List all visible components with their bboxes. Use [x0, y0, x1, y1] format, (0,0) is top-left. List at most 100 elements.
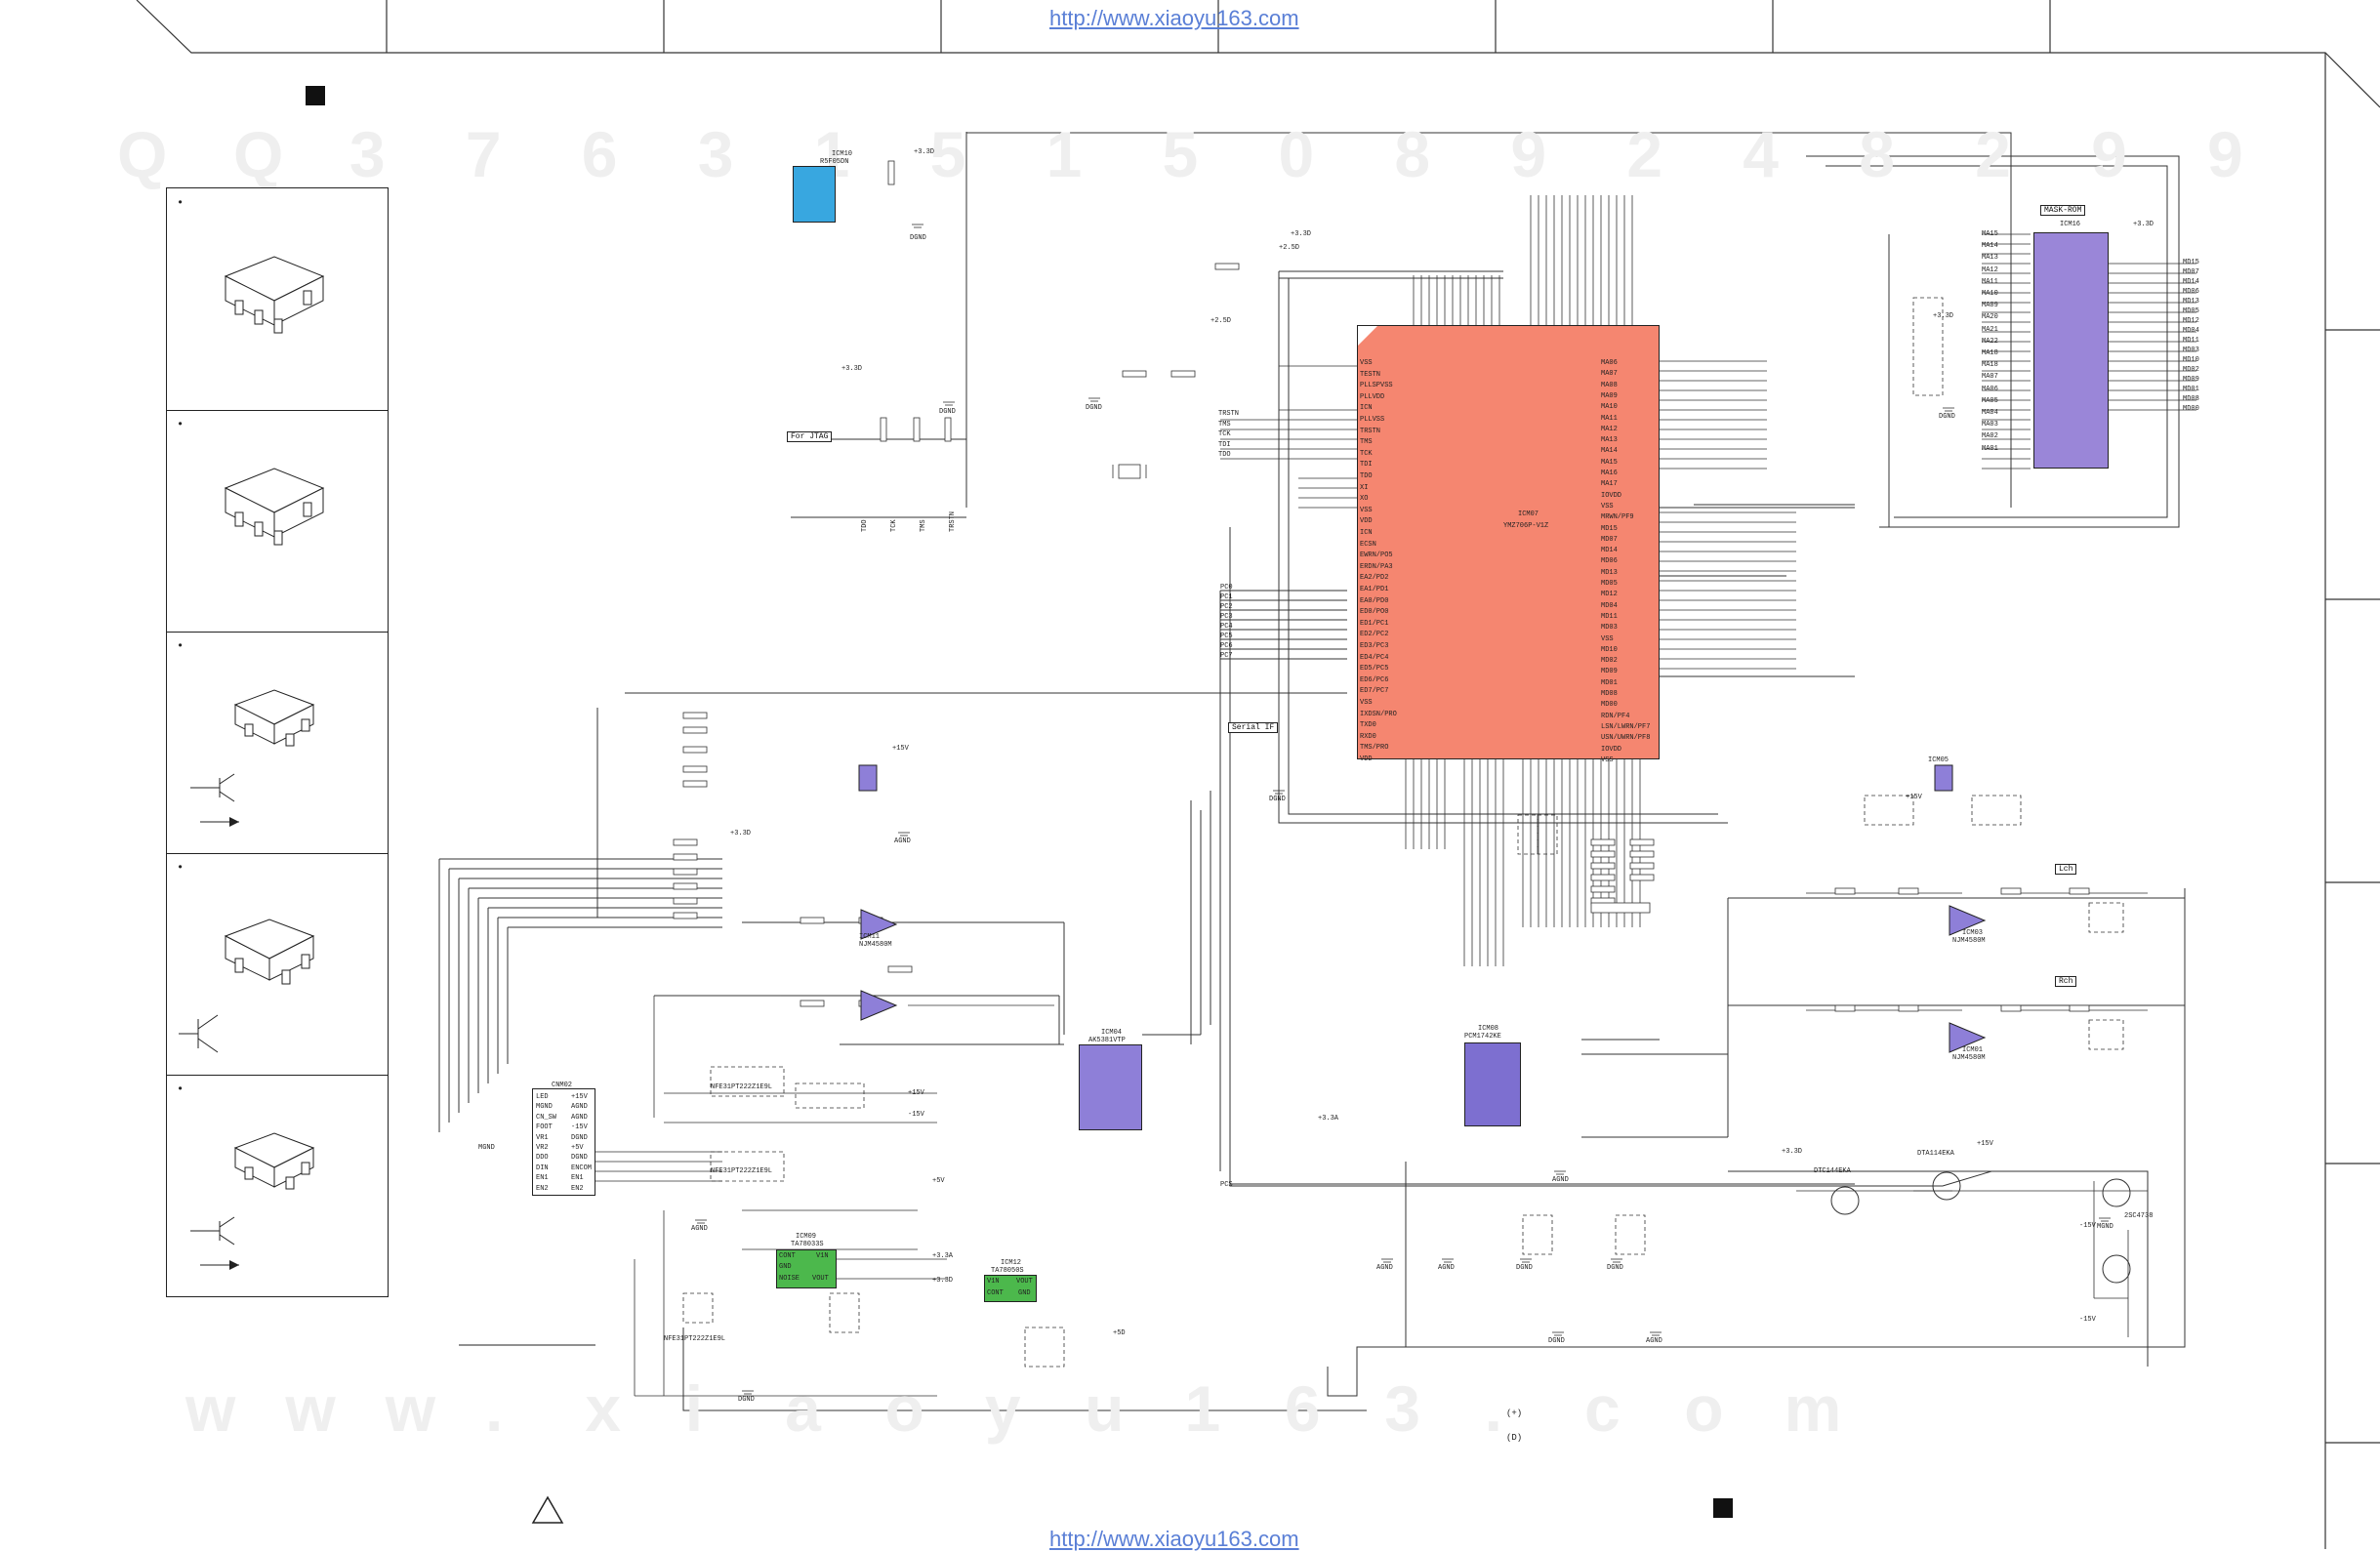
transistor-part: DTA114EKA	[1917, 1150, 1954, 1158]
bullet: •	[177, 1082, 185, 1096]
opamp-icm05-power	[1934, 764, 1953, 792]
dsp-pin-label: MA17	[1601, 480, 1618, 489]
ferrite-part: NFE31PT222Z1E9L	[711, 1083, 773, 1091]
ground-label: DGND	[1607, 1264, 1623, 1272]
connector-pin-label: +5V	[571, 1144, 584, 1152]
ground-label: DGND	[1516, 1264, 1533, 1272]
power-label: +3.3D	[1291, 230, 1312, 238]
power-label: +3.3D	[914, 148, 935, 156]
package-panel: • • •	[166, 187, 389, 1297]
icm03-ref: ICM03	[1962, 929, 1984, 937]
ground-label: AGND	[691, 1225, 708, 1233]
dsp-pin-label: RDN/PF4	[1601, 712, 1630, 720]
dsp-pin-label: PLLVSS	[1360, 416, 1385, 424]
tms-line-label: TRSTN	[1218, 410, 1240, 418]
dsp-pin-label: ECSN	[1360, 540, 1376, 549]
icm11-part: NJM4580M	[859, 941, 892, 949]
dsp-pin-label: XO	[1360, 495, 1369, 504]
pc-line-label: PC1	[1220, 593, 1233, 601]
rom-pin-label: MA10	[1982, 290, 1998, 298]
watermark-glyph: Q	[232, 118, 284, 190]
dsp-pin-label: VDD	[1360, 517, 1373, 526]
dsp-pin-label: MD10	[1601, 645, 1618, 654]
ground-label: DGND	[939, 408, 956, 416]
dsp-pin-label: MD05	[1601, 580, 1618, 588]
dsp-pin-label: MA07	[1601, 370, 1618, 379]
rom-pin-label: MA18	[1982, 361, 1998, 370]
rch-label: Rch	[2055, 976, 2077, 987]
icm09-pin-noise: NOISE	[779, 1275, 800, 1283]
dsp-pin-label: VSS	[1601, 634, 1614, 643]
dsp-pin-label: ED5/PC5	[1360, 665, 1389, 674]
watermark-glyph: o	[884, 1372, 924, 1445]
dsp-pin-label: VSS	[1360, 359, 1373, 367]
rom-pin-label: MA09	[1982, 302, 1998, 310]
dsp-pin-label: MD15	[1601, 524, 1618, 533]
ground-label: MGND	[2097, 1223, 2113, 1231]
ground-label: AGND	[1376, 1264, 1393, 1272]
dsp-pin-label: MRWN/PF9	[1601, 513, 1634, 522]
connector-pin-label: EN1	[571, 1174, 584, 1183]
watermark-glyph: 2	[1626, 118, 1663, 190]
watermark-glyph: 8	[1859, 118, 1895, 190]
rom-pin-label: MA07	[1982, 373, 1998, 382]
rom-pin-label: MA02	[1982, 432, 1998, 441]
power-label: +3.3D	[841, 365, 863, 373]
pc-line-label: PC0	[1220, 584, 1233, 592]
connector-pin-label: -15V	[571, 1123, 588, 1132]
opamp-icm11a	[860, 909, 898, 940]
frame	[136, 0, 2380, 1549]
dsp-pin-label: VSS	[1360, 506, 1373, 514]
icm12-part: TA78050S	[991, 1267, 1024, 1275]
watermark-glyph: i	[684, 1372, 704, 1445]
pc-line-label: PC6	[1220, 642, 1233, 650]
icm11-ref: ICM11	[859, 933, 881, 941]
dsp-pin-label: VSS	[1601, 502, 1614, 511]
watermark-glyph: y	[984, 1372, 1021, 1445]
icm05-ref: ICM05	[1928, 756, 1949, 764]
power-label: -15V	[2079, 1222, 2096, 1230]
bullet: •	[177, 418, 185, 431]
power-label: +15V	[892, 745, 909, 753]
jtag-line-label: TCK	[890, 519, 898, 532]
dsp-pin-label: MA12	[1601, 425, 1618, 433]
plus-marker: (+)	[1506, 1409, 1523, 1418]
dsp-pin-label: PLLSPVSS	[1360, 382, 1393, 390]
connector-pin-label: LED	[536, 1093, 549, 1101]
watermark-glyph: 4	[1743, 118, 1779, 190]
icm08-ref: ICM08	[1478, 1025, 1499, 1033]
icm09-pin-gnd: GND	[779, 1263, 792, 1271]
cnm02-ref: CNM02	[552, 1082, 573, 1089]
dsp-pin-label: MD09	[1601, 668, 1618, 676]
package-cell: •	[167, 632, 388, 854]
dsp-pin-label: MD12	[1601, 591, 1618, 599]
icm08-part: PCM1742KE	[1464, 1033, 1501, 1041]
power-label: +3.3D	[1933, 312, 1954, 320]
rom-pin-label: MA11	[1982, 277, 1998, 286]
header-url[interactable]: http://www.xiaoyu163.com	[1049, 6, 1299, 30]
power-label: +3.3D	[1782, 1148, 1803, 1156]
rom-pin-label: MD03	[2183, 347, 2199, 354]
icm12-pin-vout: VOUT	[1016, 1278, 1033, 1286]
watermark-glyph: 6	[1284, 1372, 1321, 1445]
footer-url[interactable]: http://www.xiaoyu163.com	[1049, 1527, 1299, 1551]
power-label: +3.3D	[932, 1277, 954, 1285]
dsp-pin-label: USN/UWRN/PF8	[1601, 734, 1651, 743]
watermark-glyph: 2	[1975, 118, 2011, 190]
dsp-pin-label: MA11	[1601, 414, 1618, 423]
tms-line-label: TDI	[1218, 440, 1231, 449]
dsp-pin-label: MD03	[1601, 624, 1618, 633]
rom-pin-label: MA01	[1982, 444, 1998, 453]
pc-line-label: PC4	[1220, 623, 1233, 631]
connector-pin-label: MGND	[536, 1103, 553, 1112]
pc-line-label: PC7	[1220, 652, 1233, 660]
icm09-pin-vin: V1N	[816, 1252, 829, 1260]
transistors	[1830, 1171, 2131, 1284]
pcs-label: PCS	[1220, 1181, 1233, 1189]
watermark-glyph: 1	[1184, 1372, 1221, 1445]
cnm02-connector	[532, 1088, 595, 1196]
watermark-glyph: o	[1684, 1372, 1724, 1445]
watermark-glyph: .	[485, 1372, 504, 1445]
connector-pin-label: +15V	[571, 1093, 588, 1101]
